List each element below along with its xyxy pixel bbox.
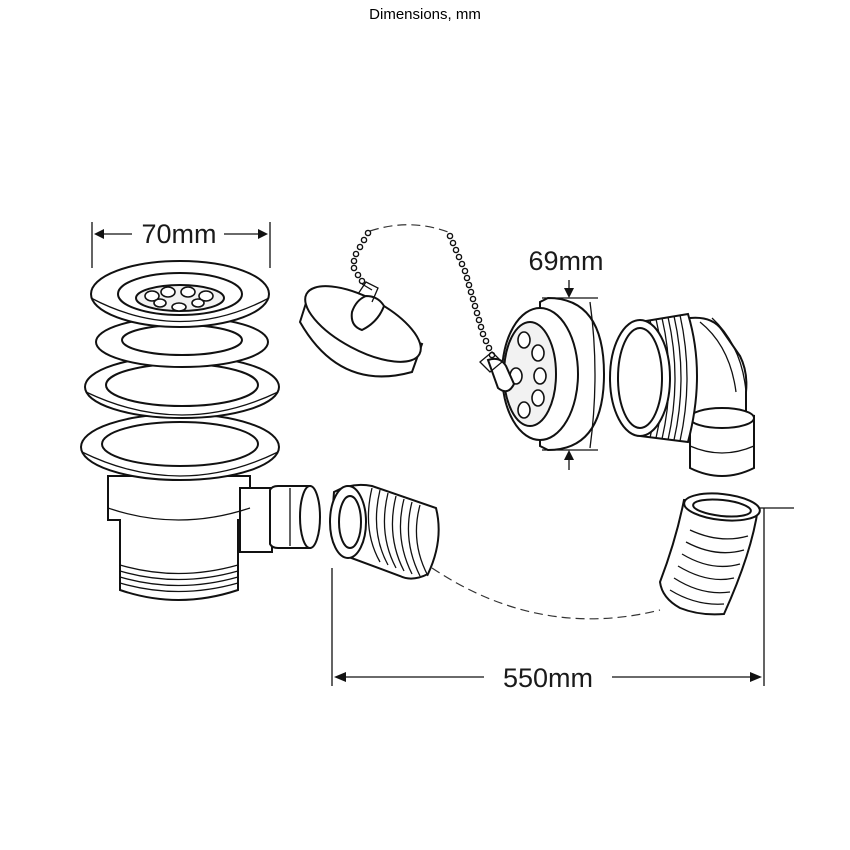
dimension-70mm-label: 70mm <box>141 219 216 249</box>
plug-icon <box>298 281 424 378</box>
dimension-70mm: 70mm <box>91 219 271 268</box>
waste-icon <box>80 260 321 601</box>
dimension-69mm-label: 69mm <box>528 246 603 276</box>
overflow-face-icon <box>479 296 606 452</box>
elbow-icon <box>609 312 755 477</box>
dimension-69mm: 69mm <box>528 246 604 470</box>
dimension-550mm-label: 550mm <box>503 663 593 693</box>
dimension-550mm: 550mm <box>331 507 794 693</box>
page-title: Dimensions, mm <box>369 6 481 23</box>
hose-icon <box>329 483 761 620</box>
chain-icon <box>350 224 496 359</box>
